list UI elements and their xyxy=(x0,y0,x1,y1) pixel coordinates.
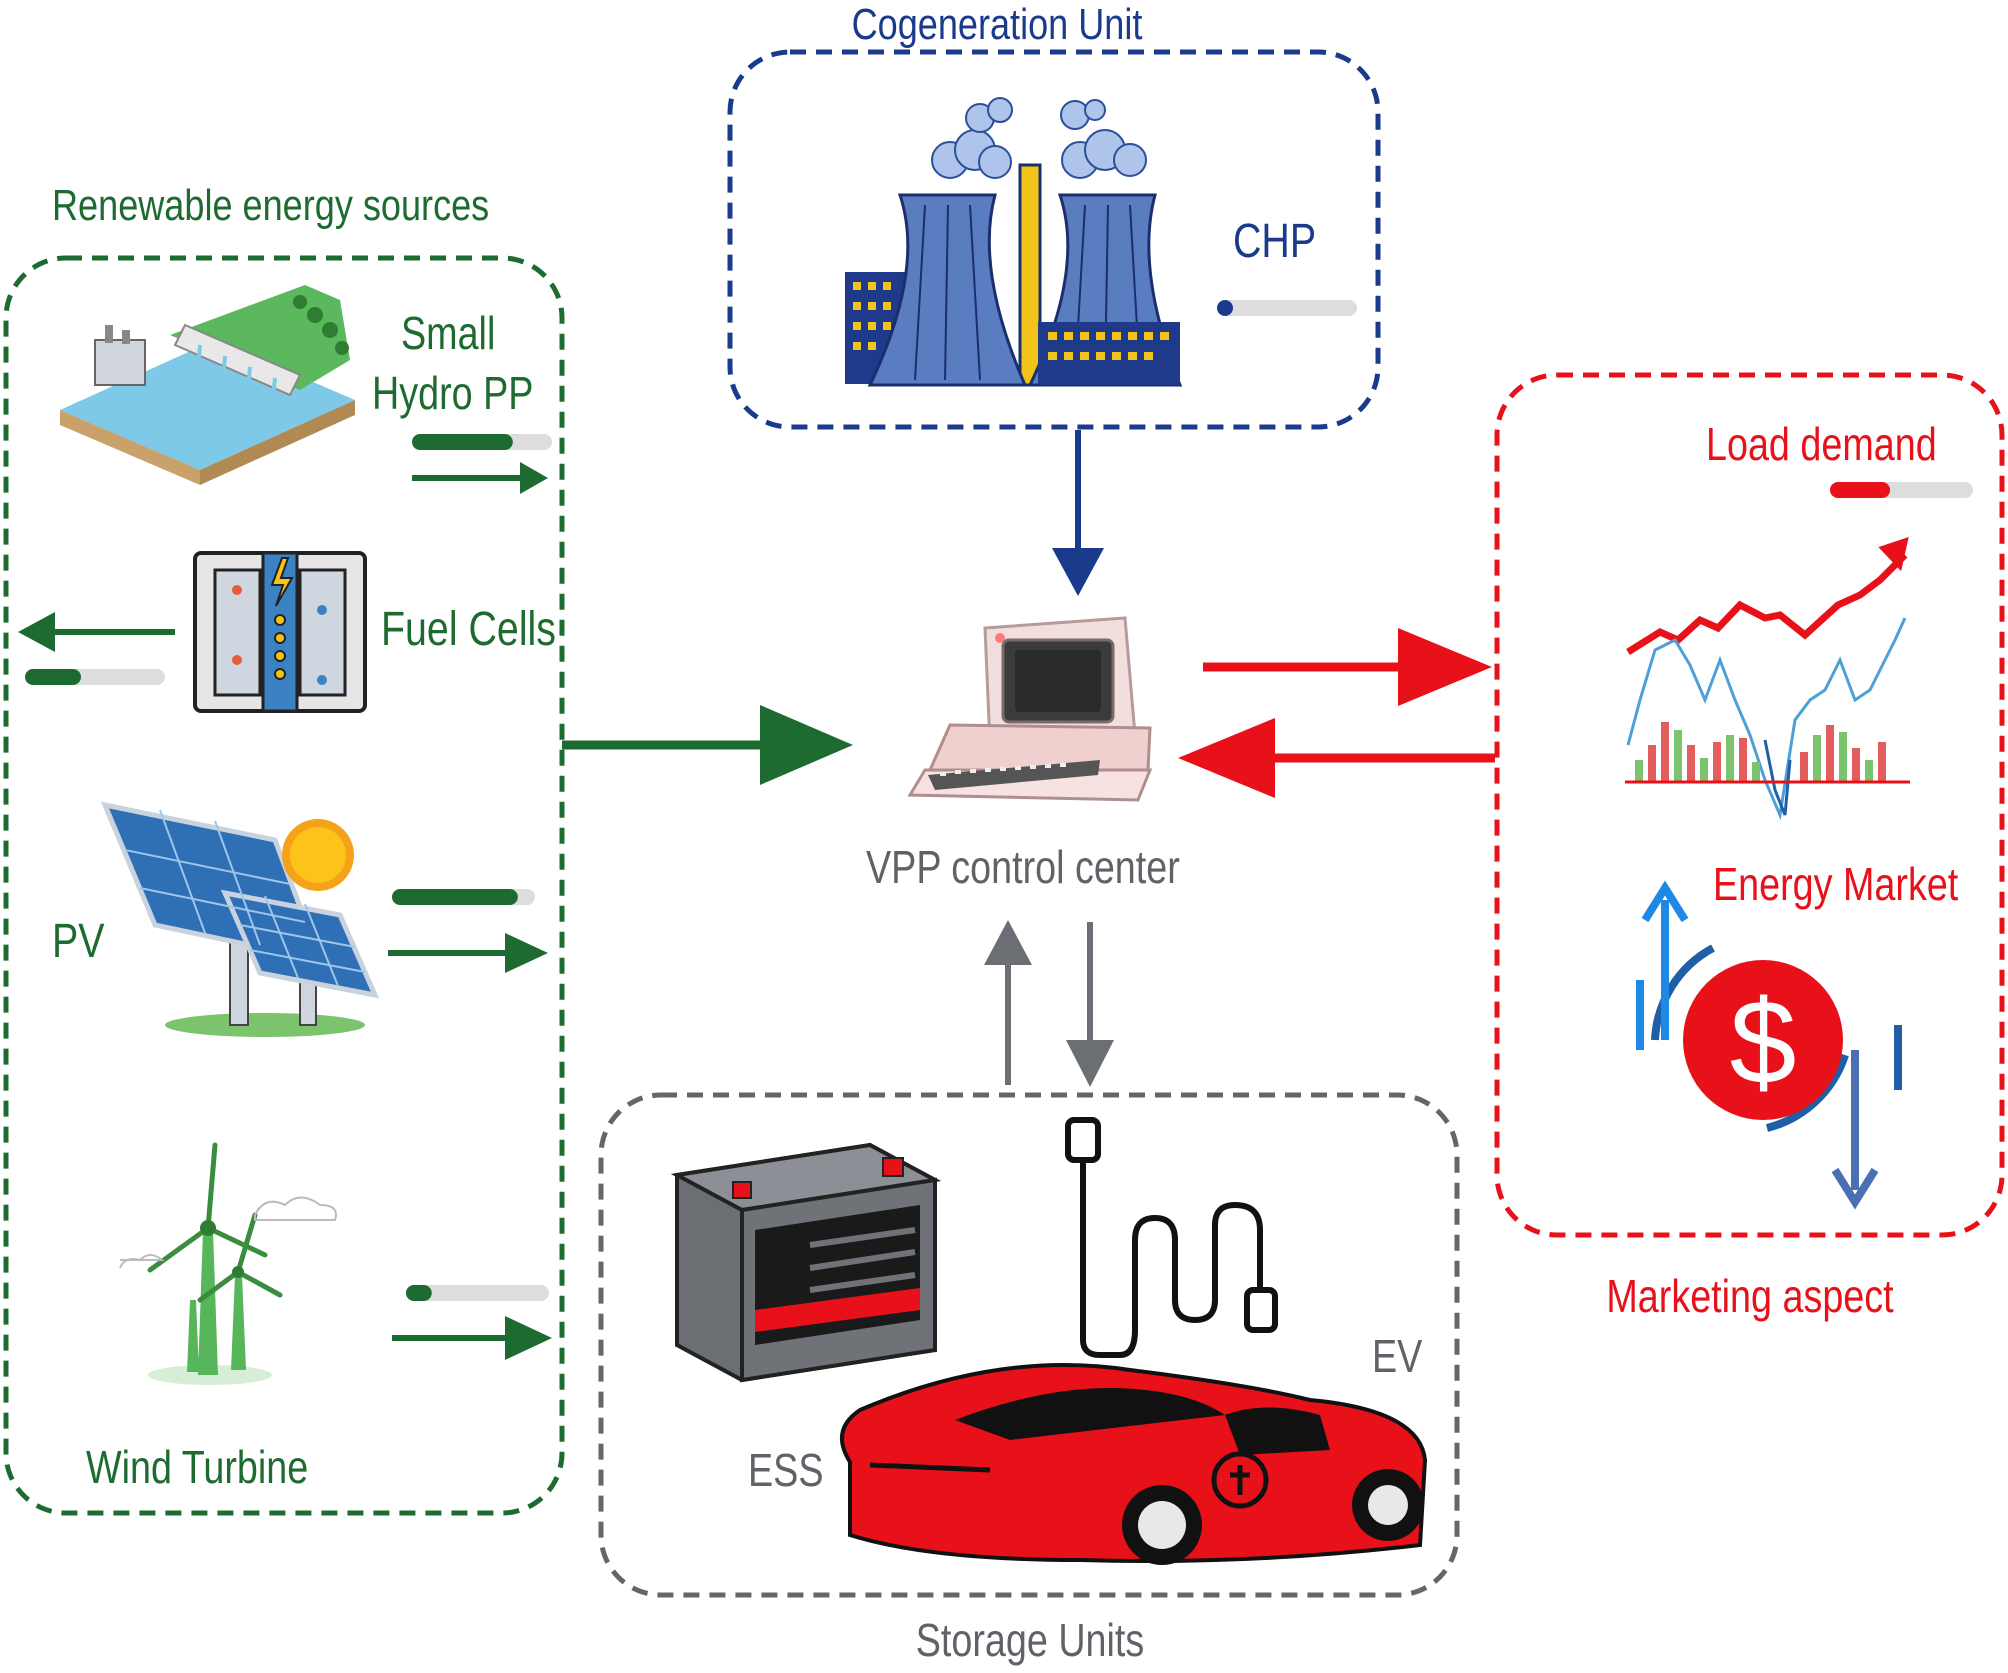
computer-icon xyxy=(907,616,1153,802)
wind-turbine-icon xyxy=(119,1142,337,1385)
dollar-sign-icon: $ xyxy=(1730,975,1797,1109)
ess-label: ESS xyxy=(748,1444,824,1496)
ev-label: EV xyxy=(1372,1330,1423,1382)
power-plant-icon xyxy=(845,97,1183,387)
renewable-group-box xyxy=(3,255,565,1516)
wind-level-fill xyxy=(406,1285,432,1301)
solar-panel-icon xyxy=(100,801,380,1037)
renewable-title: Renewable energy sources xyxy=(52,181,490,230)
energy-market-label: Energy Market xyxy=(1713,858,1959,910)
marketing-title: Marketing aspect xyxy=(1606,1270,1894,1322)
dollar-exchange-icon: $ xyxy=(1636,880,1902,1210)
battery-icon xyxy=(670,1142,942,1383)
storage-title: Storage Units xyxy=(915,1614,1145,1666)
charger-cable-icon xyxy=(1065,1117,1278,1358)
storage-group-box xyxy=(598,1092,1460,1598)
chp-level-fill xyxy=(1217,300,1233,316)
renewable-to-vpp-arrow xyxy=(562,705,853,785)
pv-label: PV xyxy=(52,915,105,968)
chp-level-track xyxy=(1217,300,1357,316)
volume-bars xyxy=(1635,722,1886,782)
marketing-group-box xyxy=(1494,372,2005,1238)
hydro-label-line1: Small xyxy=(401,307,496,359)
market-to-vpp-arrow xyxy=(1178,718,1495,798)
wind-output-arrow xyxy=(392,1316,552,1360)
pv-output-arrow xyxy=(388,933,548,973)
vpp-to-market-arrow xyxy=(1203,628,1492,706)
chp-label: CHP xyxy=(1233,215,1317,268)
fuel-cells-output-arrow xyxy=(18,612,175,652)
pv-level-fill xyxy=(392,889,518,905)
fuel-cells-label: Fuel Cells xyxy=(381,603,556,656)
fuel-cell-icon xyxy=(193,551,367,713)
hydro-output-arrow xyxy=(412,462,548,494)
hydro-level-fill xyxy=(412,434,513,450)
load-demand-level-fill xyxy=(1830,482,1891,498)
cogeneration-title: Cogeneration Unit xyxy=(851,0,1143,49)
cogeneration-group-box xyxy=(727,49,1381,430)
load-demand-label: Load demand xyxy=(1706,418,1937,470)
storage-to-vpp-arrow xyxy=(984,920,1032,1085)
electric-car-icon xyxy=(840,1363,1428,1565)
fuel-cells-level-fill xyxy=(25,669,81,685)
hydro-label-line2: Hydro PP xyxy=(372,367,534,419)
wind-level-track xyxy=(406,1285,549,1301)
sun-icon xyxy=(282,819,354,891)
vpp-to-storage-arrow xyxy=(1066,922,1114,1087)
hydro-dam-icon xyxy=(60,285,355,485)
cogeneration-to-vpp-arrow xyxy=(1052,430,1104,596)
stock-chart-icon xyxy=(1625,536,1910,821)
wind-turbine-label: Wind Turbine xyxy=(86,1441,309,1493)
vpp-label: VPP control center xyxy=(866,841,1180,893)
